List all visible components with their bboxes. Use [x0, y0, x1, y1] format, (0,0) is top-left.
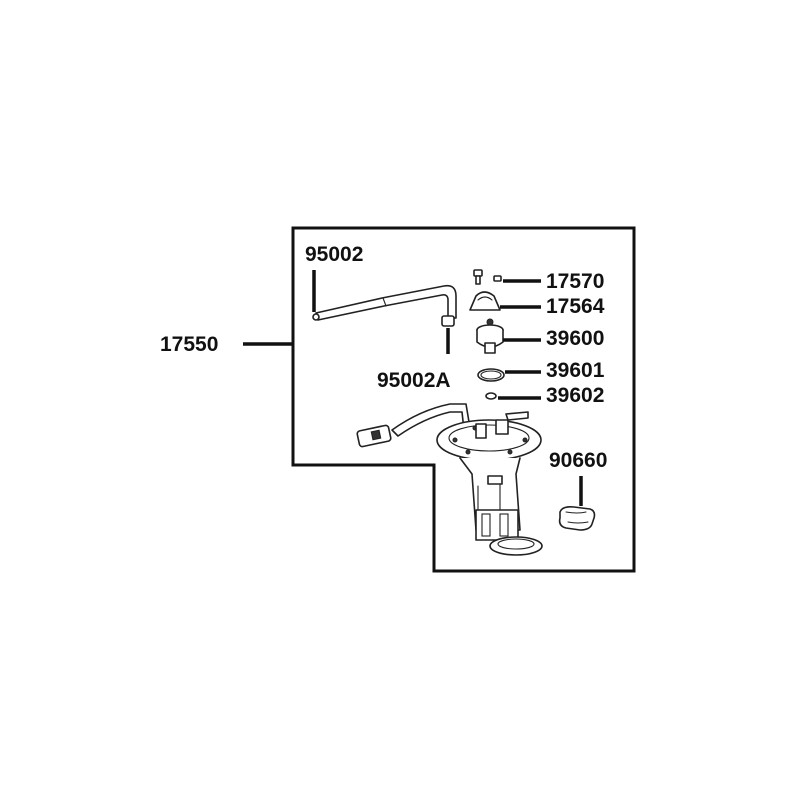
assembly-frame — [291, 226, 636, 573]
part-label-screw[interactable]: 17570 — [546, 270, 604, 293]
part-label-regulator[interactable]: 39600 — [546, 327, 604, 350]
fuel-hose-icon — [312, 284, 457, 321]
part-label-o-ring-large[interactable]: 39601 — [546, 359, 605, 382]
small-o-ring-icon — [485, 392, 497, 400]
part-label-filter-clip[interactable]: 90660 — [549, 449, 607, 472]
clip-icon — [558, 506, 596, 531]
hose-clamp-icon — [441, 315, 455, 327]
part-label-hose[interactable]: 95002 — [305, 243, 363, 266]
part-label-o-ring-small[interactable]: 39602 — [546, 384, 604, 407]
screw-icon — [473, 269, 502, 285]
assembly-label: 17550 — [160, 333, 218, 356]
pressure-regulator-icon — [476, 318, 504, 354]
fuel-pump-icon — [356, 403, 543, 556]
bracket-icon — [469, 291, 501, 311]
part-label-hose-clamp[interactable]: 95002A — [377, 369, 451, 392]
part-label-bracket[interactable]: 17564 — [546, 295, 605, 318]
connector-icon — [356, 424, 392, 448]
o-ring-icon — [477, 368, 505, 382]
